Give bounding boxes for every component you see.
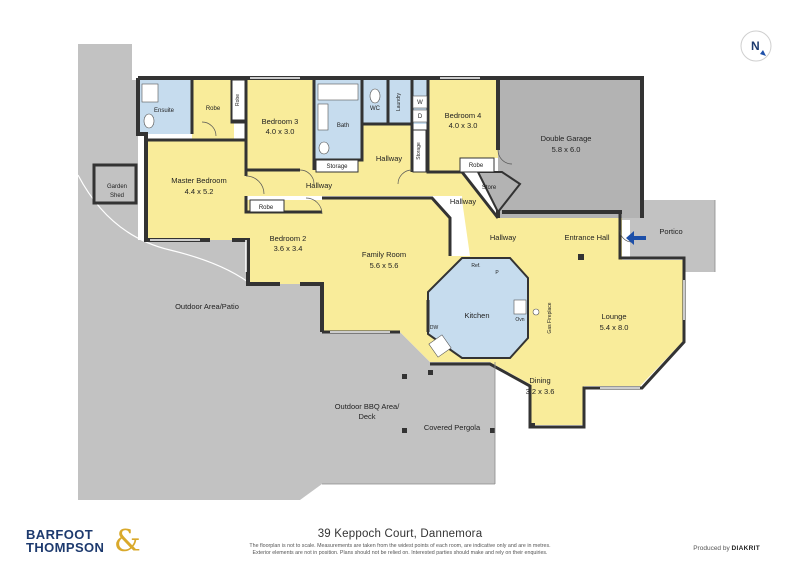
- robe-bed2-box: [249, 199, 285, 213]
- bedroom2-zone: [248, 212, 322, 284]
- master-bedroom-zone: [146, 140, 246, 240]
- bedroom2-name: Bedroom 2: [270, 234, 307, 243]
- entrance-label: Entrance Hall: [564, 233, 609, 242]
- bbq-line2: Deck: [358, 412, 375, 421]
- dryer-label: D: [418, 114, 423, 120]
- store-label: Store: [482, 185, 497, 191]
- outdoor-area-patio-zone: [78, 44, 322, 500]
- produced-by-text: Produced by: [693, 545, 730, 552]
- portico-label: Portico: [659, 227, 682, 236]
- lounge-dims: 5.4 x 8.0: [600, 323, 629, 332]
- hallway-left-label: Hallway: [306, 181, 333, 190]
- bath-label: Bath: [337, 123, 349, 129]
- brand-line2: THOMPSON: [26, 540, 105, 555]
- shed-line1: Garden: [107, 184, 127, 190]
- robe-bed3-label: Robe: [235, 94, 241, 106]
- bedroom3-zone: [246, 80, 314, 170]
- shed-line2: Shed: [110, 193, 124, 199]
- fridge-zone: [462, 258, 510, 276]
- storage2-label: Storage: [416, 142, 422, 160]
- laundry-label: Laundry: [396, 92, 402, 111]
- dw-label: DW: [430, 325, 439, 331]
- brand-logo: BARFOOT THOMPSON &: [26, 524, 146, 559]
- kitchen-label: Kitchen: [464, 311, 489, 320]
- producer-name: DIAKRIT: [731, 545, 760, 552]
- entry-arrow-icon: [626, 231, 646, 245]
- kitchen-zone: [428, 258, 528, 358]
- storage2-box: [412, 129, 427, 173]
- wc-label: WC: [370, 106, 381, 112]
- oven-label: Ovn: [515, 317, 524, 323]
- family-room-zone: [322, 198, 450, 332]
- room-labels: Ensuite Robe Robe Bedroom 3 4.0 x 3.0 Ba…: [107, 92, 683, 432]
- storage1-label: Storage: [326, 164, 348, 170]
- property-address: 39 Keppoch Court, Dannemora: [317, 528, 483, 540]
- ensuite-label: Ensuite: [154, 108, 175, 114]
- compass-label: N: [751, 39, 760, 53]
- windows: [150, 77, 685, 389]
- master-name: Master Bedroom: [171, 176, 226, 185]
- disclaimer: The floorplan is not to scale. Measureme…: [205, 543, 595, 557]
- bbq-deck-zone: [322, 332, 495, 484]
- bedroom2-dims: 3.6 x 3.4: [274, 244, 303, 253]
- bedroom3-dims: 4.0 x 3.0: [266, 127, 295, 136]
- robe-bed4-box: [459, 157, 495, 173]
- disclaimer-line2: Exterior elements are not in position. P…: [252, 550, 548, 556]
- bedroom4-zone: [428, 80, 498, 158]
- family-dims: 5.6 x 5.6: [370, 261, 399, 270]
- storage1-box: [315, 159, 359, 173]
- bbq-line1: Outdoor BBQ Area/: [335, 402, 401, 411]
- hallway-mid-label: Hallway: [376, 154, 403, 163]
- fixtures: [141, 83, 540, 358]
- garage-zone: [498, 78, 642, 218]
- pantry-label: P: [495, 270, 499, 276]
- ref-label: Ref.: [471, 263, 480, 269]
- bedroom4-name: Bedroom 4: [445, 111, 482, 120]
- robe-bed2-label: Robe: [259, 205, 274, 211]
- outdoor-patio-label: Outdoor Area/Patio: [175, 302, 239, 311]
- robe-master-zone: [192, 80, 234, 140]
- patio-edge-curve: [77, 174, 249, 283]
- fireplace-label: Gas Fireplace: [547, 302, 553, 333]
- robe-bed4-label: Robe: [469, 163, 484, 169]
- washer-label: W: [417, 100, 423, 106]
- dining-name: Dining: [529, 376, 550, 385]
- posts: [402, 254, 584, 433]
- bedroom4-dims: 4.0 x 3.0: [449, 121, 478, 130]
- master-dims: 4.4 x 5.2: [185, 187, 214, 196]
- pergola-label: Covered Pergola: [424, 423, 481, 432]
- bedroom3-name: Bedroom 3: [262, 117, 299, 126]
- brand-ampersand: &: [114, 524, 141, 559]
- dining-dims: 3.2 x 3.6: [526, 387, 555, 396]
- disclaimer-line1: The floorplan is not to scale. Measureme…: [249, 543, 551, 549]
- brand-line1: BARFOOT: [26, 527, 94, 542]
- family-name: Family Room: [362, 250, 406, 259]
- lounge-dining-zone: [490, 260, 684, 425]
- garage-dims: 5.8 x 6.0: [552, 145, 581, 154]
- outdoor-edges: [322, 200, 716, 485]
- lounge-name: Lounge: [601, 312, 626, 321]
- garage-name: Double Garage: [541, 134, 592, 143]
- garden-shed: [92, 163, 138, 205]
- portico-zone: [622, 200, 715, 272]
- hallway-right-label: Hallway: [450, 197, 477, 206]
- hallway-lower-label: Hallway: [490, 233, 517, 242]
- robe-bed3-box: [231, 79, 246, 121]
- producer-credit: Produced by DIAKRIT: [693, 545, 760, 552]
- robe-master-label: Robe: [206, 106, 221, 112]
- compass-icon: N: [740, 30, 772, 62]
